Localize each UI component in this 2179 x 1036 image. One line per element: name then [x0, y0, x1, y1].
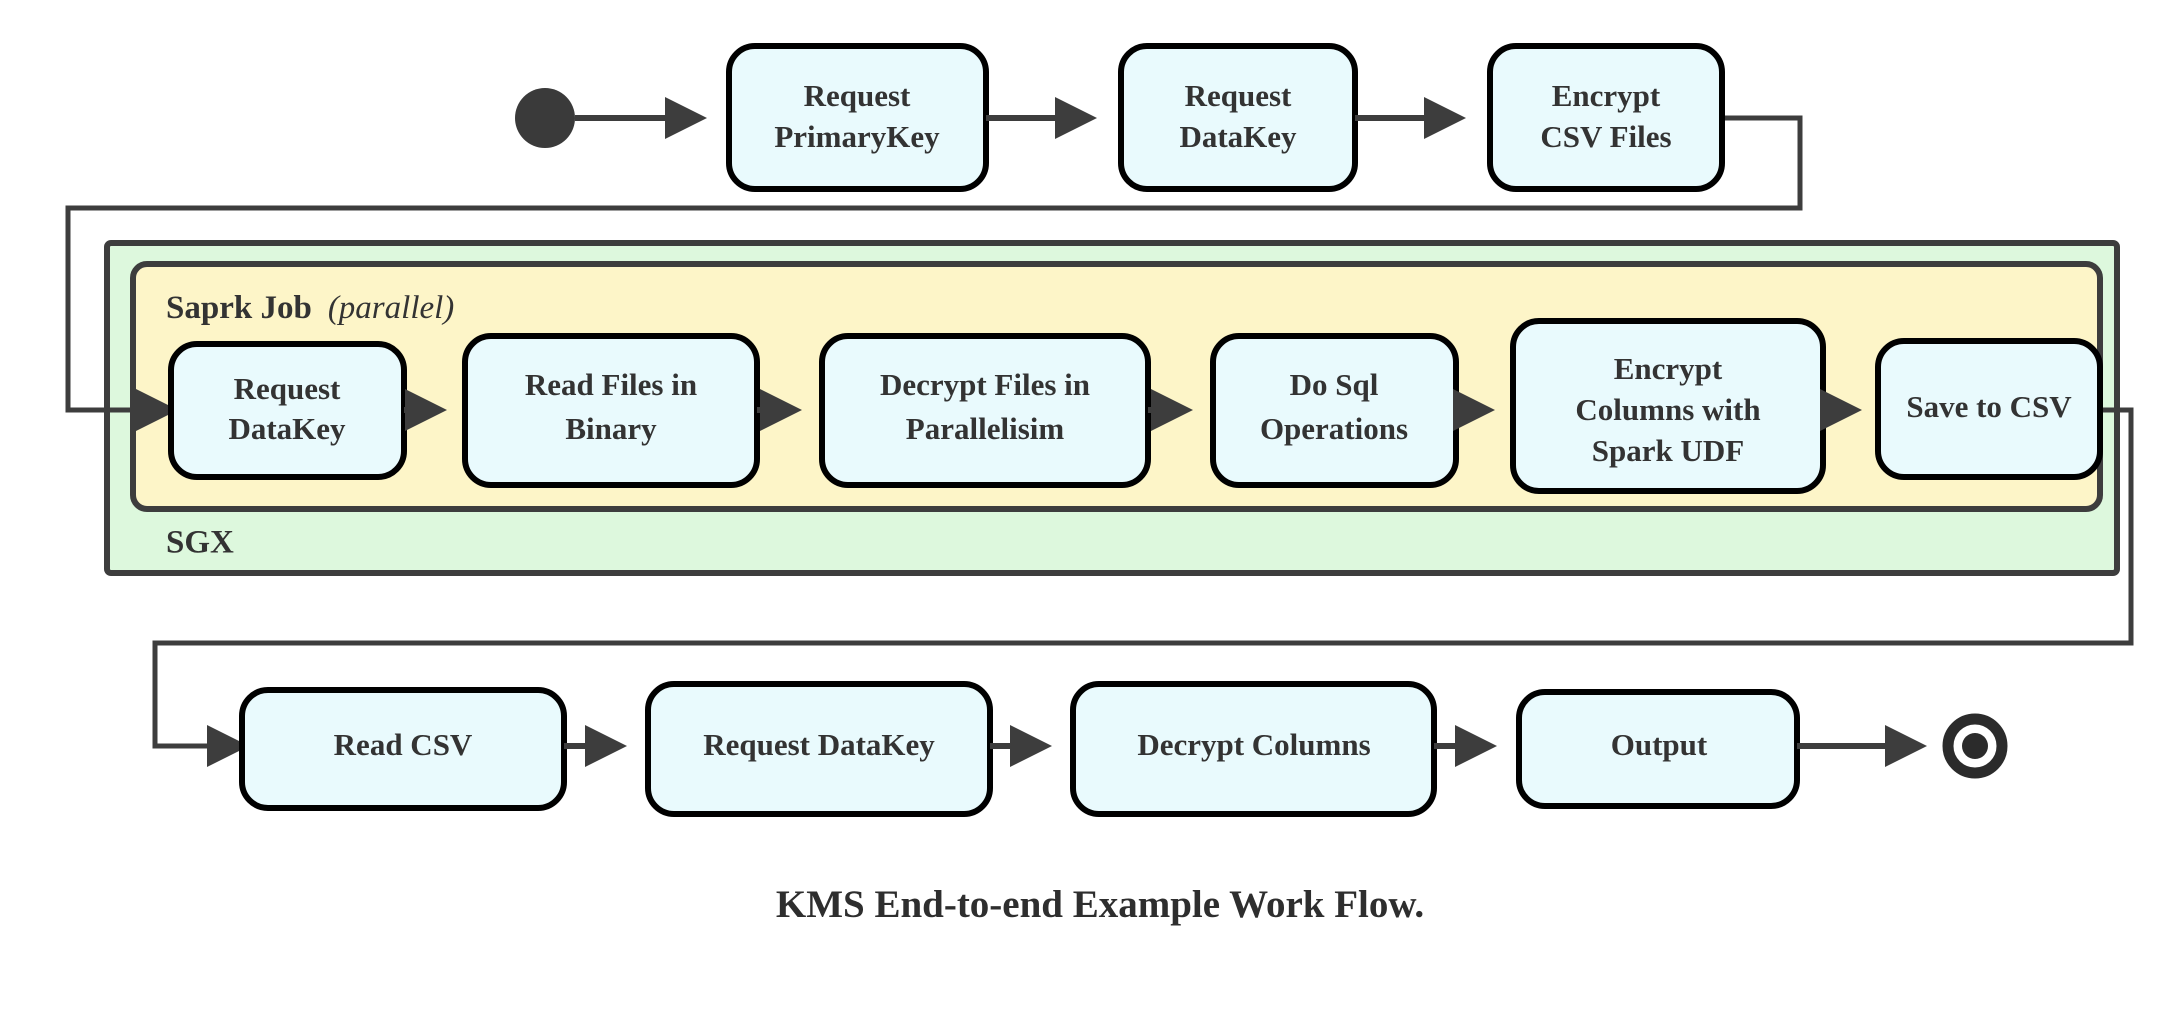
node-encrypt-columns-with-spark-udf[interactable]: Encrypt Columns with Spark UDF — [1510, 318, 1826, 494]
node-do-sql-operations-line-1: Operations — [1260, 411, 1408, 446]
spark-job-modifier: (parallel) — [328, 290, 454, 326]
node-request-primarykey-line-0: Request — [804, 78, 911, 113]
node-request-datakey-top-line-1: DataKey — [1179, 119, 1297, 154]
node-request-datakey-bottom-line-0: Request DataKey — [703, 727, 935, 762]
node-save-to-csv-line-0: Save to CSV — [1906, 389, 2072, 424]
start-state-marker — [515, 88, 575, 148]
sgx-label: SGX — [166, 525, 234, 561]
node-encrypt-csv-files-line-1: CSV Files — [1540, 119, 1671, 154]
node-read-files-in-binary[interactable]: Read Files in Binary — [462, 333, 760, 488]
node-encrypt-csv-files-line-0: Encrypt — [1552, 78, 1661, 113]
route-top-to-spark — [65, 115, 1803, 413]
node-do-sql-operations-line-0: Do Sql — [1290, 367, 1379, 402]
node-do-sql-operations[interactable]: Do Sql Operations — [1210, 333, 1459, 488]
route-spark-to-bottom — [152, 407, 2134, 749]
final-state-inner-dot — [1962, 733, 1988, 759]
node-save-to-csv-shape[interactable] — [1875, 338, 2103, 480]
node-read-csv[interactable]: Read CSV — [239, 687, 567, 811]
node-encrypt-columns-line-2: Spark UDF — [1592, 433, 1744, 468]
node-decrypt-files-in-parallelisim-line-0: Decrypt Files in — [880, 367, 1090, 402]
node-request-primarykey-line-1: PrimaryKey — [774, 119, 940, 154]
node-request-primarykey-shape[interactable] — [726, 43, 989, 192]
node-decrypt-columns-line-0: Decrypt Columns — [1137, 727, 1370, 762]
node-encrypt-csv-files-shape[interactable] — [1487, 43, 1725, 192]
node-request-datakey-spark-line-0: Request — [234, 371, 341, 406]
node-request-datakey-top[interactable]: Request DataKey — [1118, 43, 1358, 192]
node-decrypt-files-in-parallelisim-line-1: Parallelisim — [906, 411, 1065, 446]
node-request-datakey-top-shape[interactable] — [1118, 43, 1358, 192]
node-request-datakey-spark[interactable]: Request DataKey — [168, 341, 407, 480]
node-read-files-in-binary-line-1: Binary — [565, 411, 657, 446]
final-state-marker — [1942, 713, 2008, 779]
node-output-line-0: Output — [1611, 727, 1708, 762]
node-output[interactable]: Output — [1516, 689, 1800, 809]
node-read-files-in-binary-line-0: Read Files in — [525, 367, 697, 402]
final-state-outer-ring — [1942, 713, 2008, 779]
node-encrypt-csv-files[interactable]: Encrypt CSV Files — [1487, 43, 1725, 192]
node-request-datakey-top-line-0: Request — [1185, 78, 1292, 113]
node-encrypt-columns-line-0: Encrypt — [1614, 351, 1723, 386]
node-save-to-csv[interactable]: Save to CSV — [1875, 338, 2103, 480]
spark-job-label: Saprk Job (parallel) — [166, 290, 454, 326]
node-encrypt-columns-line-1: Columns with — [1575, 392, 1760, 427]
node-read-csv-line-0: Read CSV — [334, 727, 473, 762]
diagram-caption: KMS End-to-end Example Work Flow. — [776, 883, 1424, 926]
node-decrypt-files-in-parallelisim[interactable]: Decrypt Files in Parallelisim — [819, 333, 1151, 488]
node-request-datakey-bottom[interactable]: Request DataKey — [645, 681, 993, 817]
node-request-primarykey[interactable]: Request PrimaryKey — [726, 43, 989, 192]
node-request-datakey-spark-line-1: DataKey — [228, 411, 346, 446]
node-decrypt-columns[interactable]: Decrypt Columns — [1070, 681, 1437, 817]
spark-job-label-text: Saprk Job — [166, 290, 312, 326]
